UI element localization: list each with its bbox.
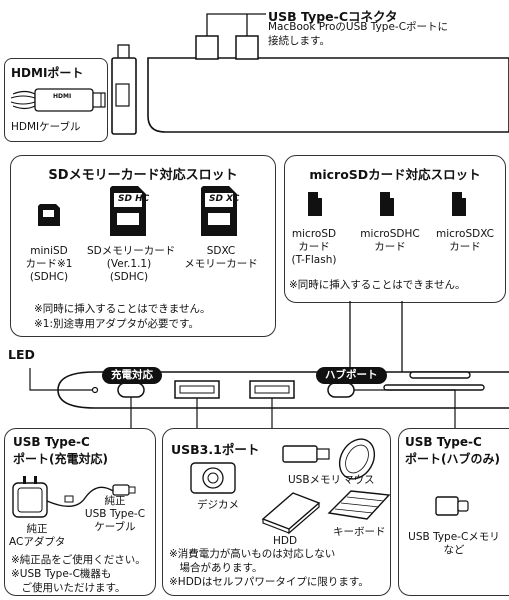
usbc-memory-icon <box>435 496 469 516</box>
ac-adapter-and-cable-icon <box>12 476 136 518</box>
card-line: カード※1 <box>25 258 73 270</box>
hdmi-cable-icon <box>10 88 106 112</box>
sdxc-card-icon <box>201 186 237 236</box>
usbc-hub-section: USB Type-C ポート(ハブのみ) USB Type-Cメモリ など <box>398 428 509 596</box>
usbc-charge-note-3: ご使用いただけます。 <box>11 582 126 594</box>
hub-pill: ハブポート <box>316 367 387 384</box>
hdmi-cable-label: HDMIケーブル <box>11 121 81 133</box>
usb31-section: USB3.1ポート USBメモリ マウス デジカメ HDD キーボード ※消費電… <box>162 428 391 596</box>
sdhc-logo: SD HC <box>118 194 150 204</box>
usbc-connector-title: USB Type-Cコネクタ <box>268 9 398 24</box>
device-line: など <box>443 544 465 556</box>
microsd-section-title: microSDカード対応スロット <box>309 167 481 182</box>
adapter-line: ACアダプタ <box>9 536 66 548</box>
adapter-line: 純正 <box>26 523 48 535</box>
microsdhc-card-icon <box>380 192 394 216</box>
sd-card-label-3: SDXC メモリーカード <box>179 245 263 271</box>
usbc-charge-title-2: ポート(充電対応) <box>13 452 108 466</box>
microsd-card-section: microSDカード対応スロット microSD カード (T-Flash) m… <box>284 155 506 303</box>
usb31-devices-icons <box>190 438 391 535</box>
keyboard-label: キーボード <box>333 526 386 538</box>
usbc-charge-note-1: ※純正品をご使用ください。 <box>11 554 146 566</box>
microsd-card-label-3: microSDXC カード <box>429 228 501 254</box>
microsd-note: ※同時に挿入することはできません。 <box>289 279 466 291</box>
hdd-label: HDD <box>273 535 298 547</box>
usbc-hub-title-2: ポート(ハブのみ) <box>405 452 500 466</box>
sd-card-label-1: miniSD カード※1 (SDHC) <box>11 245 87 284</box>
usb-memory-label: USBメモリ <box>288 474 342 486</box>
microsd-card-icon <box>308 192 322 216</box>
usbc-hub-device-label: USB Type-Cメモリ など <box>399 531 509 557</box>
usbc-connector-desc-1: MacBook ProのUSB Type-Cポートに <box>268 21 449 33</box>
cable-line: 純正 <box>104 495 126 507</box>
microsdxc-card-icon <box>452 192 466 216</box>
card-line: microSDHC <box>360 228 420 240</box>
mouse-label: マウス <box>343 474 375 486</box>
usb31-title: USB3.1ポート <box>171 442 260 457</box>
device-line: USB Type-Cメモリ <box>408 531 500 543</box>
card-line: (SDHC) <box>109 271 149 283</box>
camera-label: デジカメ <box>197 499 239 511</box>
card-line: カード <box>374 241 406 253</box>
usbc-hub-title-1: USB Type-C <box>405 435 482 449</box>
card-line: (SDHC) <box>29 271 69 283</box>
usbc-cable-label: 純正 USB Type-C ケーブル <box>77 495 153 534</box>
sd-note-2: ※1:別途専用アダプタが必要です。 <box>34 318 199 330</box>
sd-note-1: ※同時に挿入することはできません。 <box>34 303 211 315</box>
charging-pill: 充電対応 <box>102 367 162 384</box>
usb31-note-3: ※HDDはセルフパワータイプに限ります。 <box>169 576 369 588</box>
usbc-charge-title-1: USB Type-C <box>13 435 90 449</box>
card-line: SDXC <box>206 245 236 257</box>
sd-card-label-2: SDメモリーカード (Ver.1.1) (SDHC) <box>87 245 176 284</box>
card-line: miniSD <box>30 245 68 257</box>
usb31-note-1: ※消費電力が高いものは対応しない <box>169 548 336 560</box>
card-line: SDメモリーカード <box>87 245 176 257</box>
card-line: (T-Flash) <box>291 254 337 266</box>
sd-section-title: SDメモリーカード対応スロット <box>48 168 238 183</box>
usb31-note-2: 場合があります。 <box>169 562 263 574</box>
microsd-card-label-2: microSDHC カード <box>355 228 425 254</box>
sdxc-logo: SD XC <box>209 194 240 204</box>
microsd-card-label-1: microSD カード (T-Flash) <box>285 228 343 267</box>
hdmi-port-title: HDMIポート <box>11 66 84 80</box>
card-line: microSD <box>291 228 337 240</box>
device-side-view <box>29 301 509 430</box>
card-line: カード <box>298 241 330 253</box>
hdmi-plug-text: HDMI <box>53 93 72 100</box>
cable-line: ケーブル <box>94 521 136 533</box>
ac-adapter-label: 純正 ACアダプタ <box>9 523 65 549</box>
sdhc-card-icon <box>110 186 146 236</box>
card-line: (Ver.1.1) <box>106 258 152 270</box>
card-line: microSDXC <box>436 228 494 240</box>
sd-card-section: SDメモリーカード対応スロット SD HC SD XC miniSD カード※1… <box>10 155 276 337</box>
usbc-charge-note-2: ※USB Type-C機器も <box>11 568 112 580</box>
led-label: LED <box>8 347 35 362</box>
card-line: メモリーカード <box>184 258 258 270</box>
cable-line: USB Type-C <box>84 508 146 520</box>
usbc-charge-section: USB Type-C ポート(充電対応) 純正 ACアダプタ 純正 USB Ty… <box>4 428 156 596</box>
hdmi-port-box: HDMIポート HDMI HDMIケーブル <box>4 58 108 142</box>
usbc-connector-desc-2: 接続します。 <box>268 35 330 47</box>
card-line: カード <box>449 241 481 253</box>
minisd-card-icon <box>38 204 60 226</box>
